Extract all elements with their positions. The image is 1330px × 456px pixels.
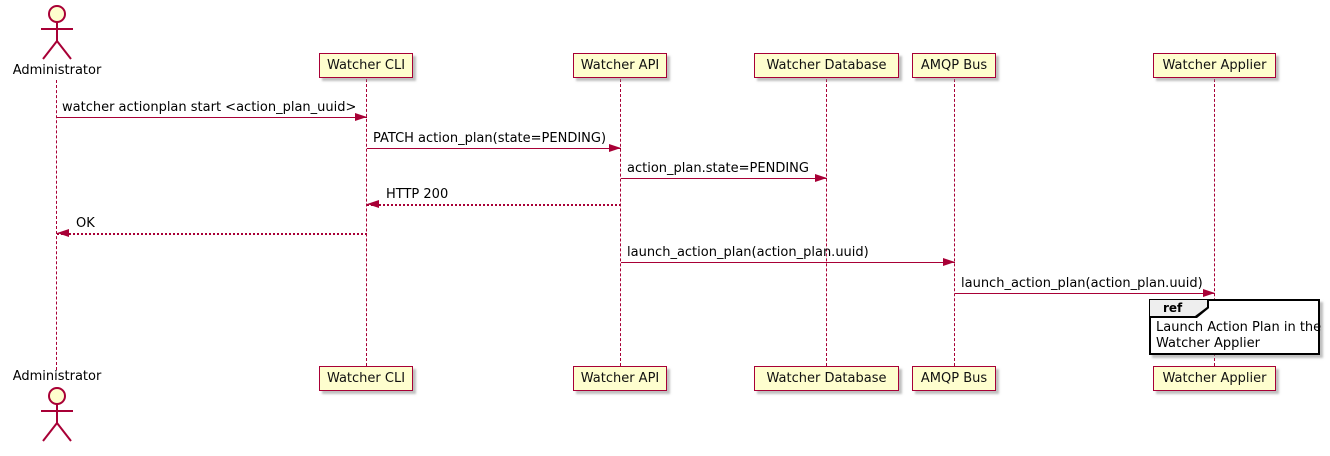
lifeline-amqp-bus bbox=[954, 79, 955, 366]
participant-top-watcher-cli: Watcher CLI bbox=[319, 53, 413, 78]
participant-top-watcher-api: Watcher API bbox=[573, 53, 667, 78]
message-label: watcher actionplan start <action_plan_uu… bbox=[62, 100, 357, 115]
arrowhead-icon bbox=[609, 144, 621, 152]
ref-tab bbox=[1149, 299, 1209, 318]
message-line bbox=[367, 148, 621, 149]
participant-bottom-watcher-applier: Watcher Applier bbox=[1153, 366, 1276, 391]
actor-label: Administrator bbox=[12, 369, 102, 384]
arrowhead-icon bbox=[1203, 289, 1215, 297]
message-label: launch_action_plan(action_plan.uuid) bbox=[627, 245, 869, 260]
ref-text-line2: Watcher Applier bbox=[1156, 336, 1260, 351]
ref-fragment: ref Launch Action Plan in the Watcher Ap… bbox=[1149, 299, 1321, 355]
message-label: launch_action_plan(action_plan.uuid) bbox=[961, 276, 1203, 291]
arrowhead-icon bbox=[367, 200, 379, 208]
participant-top-amqp-bus: AMQP Bus bbox=[912, 53, 996, 78]
message-label: PATCH action_plan(state=PENDING) bbox=[373, 131, 607, 146]
ref-tab-fill bbox=[1150, 300, 1207, 316]
message-line bbox=[621, 262, 955, 263]
message-line bbox=[621, 178, 827, 179]
actor-icon bbox=[41, 387, 73, 442]
ref-keyword: ref bbox=[1163, 301, 1183, 315]
participant-top-watcher-applier: Watcher Applier bbox=[1153, 53, 1276, 78]
participant-top-watcher-database: Watcher Database bbox=[754, 53, 899, 78]
actor-label: Administrator bbox=[12, 63, 102, 78]
message-label: action_plan.state=PENDING bbox=[627, 161, 809, 176]
participant-bottom-watcher-database: Watcher Database bbox=[754, 366, 899, 391]
message-line bbox=[955, 293, 1215, 294]
message-label: HTTP 200 bbox=[386, 187, 449, 202]
participant-bottom-watcher-cli: Watcher CLI bbox=[319, 366, 413, 391]
lifeline-administrator bbox=[56, 80, 57, 370]
lifeline-watcher-database bbox=[826, 79, 827, 366]
participant-bottom-amqp-bus: AMQP Bus bbox=[912, 366, 996, 391]
ref-text-line1: Launch Action Plan in the bbox=[1156, 320, 1322, 335]
message-line bbox=[57, 233, 367, 235]
message-line bbox=[57, 117, 367, 118]
arrowhead-icon bbox=[355, 113, 367, 121]
arrowhead-icon bbox=[815, 174, 827, 182]
actor-icon bbox=[41, 5, 73, 60]
lifeline-watcher-cli bbox=[366, 79, 367, 366]
lifeline-watcher-api bbox=[620, 79, 621, 366]
arrowhead-icon bbox=[943, 258, 955, 266]
message-line bbox=[367, 204, 621, 206]
message-label: OK bbox=[76, 216, 95, 231]
lifeline-watcher-applier bbox=[1214, 79, 1215, 366]
arrowhead-icon bbox=[57, 229, 69, 237]
ref-text: Launch Action Plan in the Watcher Applie… bbox=[1156, 320, 1321, 352]
participant-bottom-watcher-api: Watcher API bbox=[573, 366, 667, 391]
